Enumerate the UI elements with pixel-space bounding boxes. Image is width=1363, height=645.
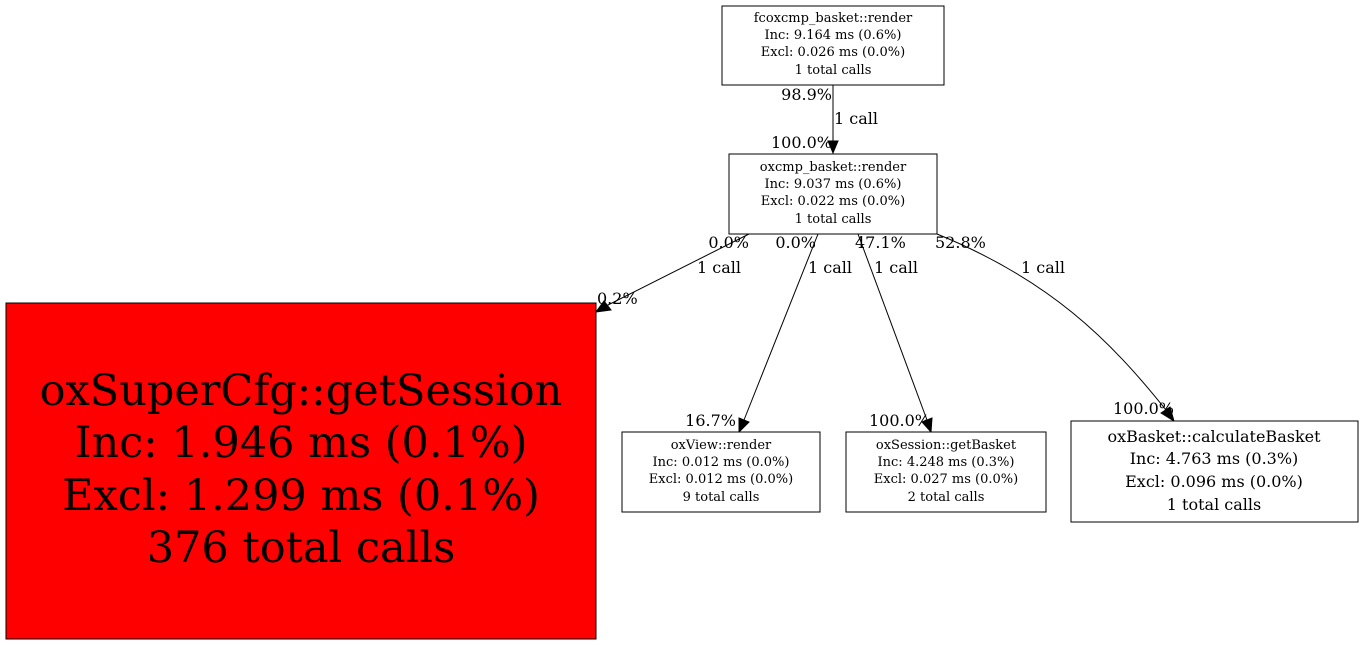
edge-head-percent: 100.0%	[771, 133, 832, 152]
node-oxbasket-calculatebasket: oxBasket::calculateBasket Inc: 4.763 ms …	[1070, 420, 1359, 523]
node-oxsession-getbasket: oxSession::getBasket Inc: 4.248 ms (0.3%…	[845, 431, 1047, 513]
edge-head-percent: 100.0%	[869, 411, 930, 430]
node-box	[728, 153, 938, 235]
arrowhead	[921, 417, 933, 434]
node-box	[1070, 420, 1359, 523]
edge-call-count: 1 call	[1021, 258, 1065, 277]
node-exclusive-time: Excl: 0.022 ms (0.0%)	[761, 194, 905, 209]
node-box	[721, 5, 945, 86]
node-call-count: 1 total calls	[795, 63, 872, 78]
node-fcoxcmp-basket-render: fcoxcmp_basket::render Inc: 9.164 ms (0.…	[721, 5, 945, 86]
node-inclusive-time: Inc: 9.037 ms (0.6%)	[765, 177, 902, 192]
edge-call-count: 1 call	[808, 258, 852, 277]
arrowhead	[738, 417, 750, 434]
node-function-name: oxBasket::calculateBasket	[1107, 427, 1321, 446]
node-oxcmp-basket-render: oxcmp_basket::render Inc: 9.037 ms (0.6%…	[728, 153, 938, 235]
edge-tail-percent: 98.9%	[781, 85, 832, 104]
node-call-count: 1 total calls	[795, 212, 872, 227]
edge-fcoxcmp-to-oxcmp: 98.9% 1 call 100.0%	[771, 85, 878, 155]
arrowhead	[1160, 406, 1175, 423]
edge-tail-percent: 0.0%	[775, 233, 816, 252]
node-box	[845, 431, 1047, 513]
node-box	[5, 302, 597, 640]
edge-tail-percent: 0.0%	[708, 233, 749, 252]
node-exclusive-time: Excl: 0.096 ms (0.0%)	[1125, 472, 1303, 491]
node-oxsupercfg-getsession: oxSuperCfg::getSession Inc: 1.946 ms (0.…	[5, 302, 597, 640]
edge-call-count: 1 call	[697, 258, 741, 277]
node-function-name: oxSession::getBasket	[876, 438, 1017, 453]
node-inclusive-time: Inc: 1.946 ms (0.1%)	[75, 418, 528, 468]
node-exclusive-time: Excl: 1.299 ms (0.1%)	[62, 471, 540, 521]
edge-oxcmp-to-calcbasket: 52.8% 1 call 100.0%	[935, 233, 1175, 423]
edge-oxcmp-to-getsession: 0.0% 1 call 0.2%	[594, 233, 750, 313]
edge-head-percent: 0.2%	[597, 289, 638, 308]
node-exclusive-time: Excl: 0.027 ms (0.0%)	[874, 472, 1018, 487]
edge-call-count: 1 call	[874, 258, 918, 277]
edge-line	[743, 233, 819, 421]
node-exclusive-time: Excl: 0.012 ms (0.0%)	[649, 472, 793, 487]
node-box	[621, 431, 821, 513]
edge-head-percent: 16.7%	[685, 411, 736, 430]
edge-line	[936, 233, 1167, 411]
node-oxview-render: oxView::render Inc: 0.012 ms (0.0%) Excl…	[621, 431, 821, 513]
node-function-name: fcoxcmp_basket::render	[754, 11, 913, 26]
node-inclusive-time: Inc: 9.164 ms (0.6%)	[765, 28, 902, 43]
edge-head-percent: 100.0%	[1113, 399, 1174, 418]
edge-oxcmp-to-viewrender: 0.0% 1 call 16.7%	[685, 233, 852, 434]
edge-oxcmp-to-getbasket: 47.1% 1 call 100.0%	[855, 233, 933, 434]
node-function-name: oxView::render	[671, 438, 772, 453]
node-call-count: 2 total calls	[908, 490, 985, 505]
edge-tail-percent: 47.1%	[855, 233, 906, 252]
edge-call-count: 1 call	[834, 109, 878, 128]
edge-line	[605, 233, 750, 307]
arrowhead	[827, 140, 839, 155]
arrowhead	[594, 300, 612, 313]
node-function-name: oxcmp_basket::render	[760, 160, 907, 175]
node-exclusive-time: Excl: 0.026 ms (0.0%)	[761, 45, 905, 60]
node-call-count: 9 total calls	[683, 490, 760, 505]
node-function-name: oxSuperCfg::getSession	[40, 366, 563, 416]
edge-tail-percent: 52.8%	[935, 233, 986, 252]
node-inclusive-time: Inc: 4.763 ms (0.3%)	[1130, 449, 1299, 468]
edge-line	[857, 233, 928, 421]
node-inclusive-time: Inc: 4.248 ms (0.3%)	[878, 455, 1015, 470]
node-inclusive-time: Inc: 0.012 ms (0.0%)	[653, 455, 790, 470]
node-call-count: 376 total calls	[147, 523, 456, 573]
node-call-count: 1 total calls	[1167, 495, 1261, 514]
